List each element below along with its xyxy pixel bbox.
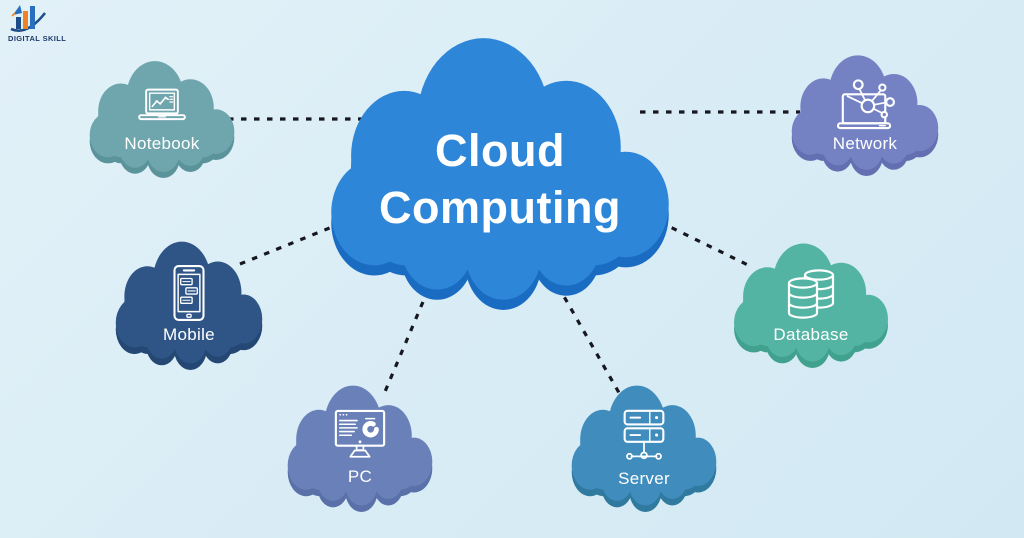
- brand-logo-icon: [10, 5, 47, 32]
- title-line-2: Computing: [379, 182, 621, 234]
- node-label: Network: [832, 133, 898, 153]
- node-notebook: Notebook: [84, 56, 240, 178]
- node-label: Server: [618, 468, 670, 488]
- node-label: Notebook: [124, 133, 200, 153]
- connector-database: [659, 220, 753, 269]
- diagram-title: Cloud Computing: [379, 122, 621, 236]
- title-line-1: Cloud: [435, 125, 565, 176]
- node-mobile: Mobile: [110, 236, 268, 370]
- node-label: Database: [773, 324, 849, 344]
- database-cylinders-icon: [787, 268, 835, 319]
- node-database: Database: [728, 238, 894, 368]
- connector-mobile: [239, 221, 343, 266]
- node-label: Mobile: [163, 324, 215, 344]
- brand-logo: DIGITAL SKILL: [6, 3, 86, 43]
- desktop-monitor-icon: [334, 409, 386, 458]
- connector-server: [556, 285, 624, 399]
- laptop-network-icon: [836, 78, 895, 129]
- smartphone-chat-icon: [173, 264, 205, 321]
- node-server: Server: [566, 380, 722, 512]
- brand-logo-text: DIGITAL SKILL: [8, 34, 67, 43]
- laptop-chart-icon: [138, 88, 186, 120]
- center-cloud: Cloud Computing: [318, 26, 682, 314]
- node-label: PC: [347, 466, 373, 486]
- connector-pc: [382, 289, 430, 395]
- server-rack-icon: [623, 409, 665, 460]
- node-network: Network: [786, 50, 944, 176]
- node-pc: PC: [282, 380, 438, 512]
